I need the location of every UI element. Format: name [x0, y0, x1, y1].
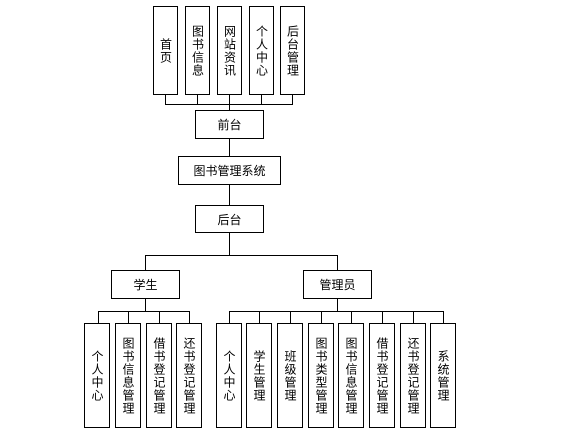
- admin-module-system: 系统管理: [430, 323, 456, 428]
- admin-module-label: 图书类型管理: [314, 336, 328, 415]
- frontend-node: 前台: [195, 110, 264, 139]
- admin-module-label: 借书登记管理: [375, 336, 389, 415]
- student-module-label: 个人中心: [90, 349, 104, 402]
- admin-module-book-info: 图书信息管理: [338, 323, 364, 428]
- student-module-label: 图书信息管理: [121, 336, 135, 415]
- admin-module-book-type: 图书类型管理: [308, 323, 334, 428]
- student-module-return: 还书登记管理: [176, 323, 202, 428]
- system-label: 图书管理系统: [193, 164, 266, 178]
- module-home: 首页: [153, 6, 178, 95]
- admin-module-label: 还书登记管理: [406, 336, 420, 415]
- module-backend-admin-label: 后台管理: [285, 24, 300, 77]
- admin-module-label: 系统管理: [436, 349, 450, 402]
- module-book-info-label: 图书信息: [190, 24, 205, 77]
- system-node: 图书管理系统: [178, 156, 281, 185]
- module-book-info: 图书信息: [185, 6, 210, 95]
- module-personal-center: 个人中心: [249, 6, 274, 95]
- admin-module-label: 图书信息管理: [344, 336, 358, 415]
- admin-module-class: 班级管理: [277, 323, 303, 428]
- module-site-news-label: 网站资讯: [222, 24, 237, 77]
- student-module-personal-center: 个人中心: [84, 323, 110, 428]
- admin-module-label: 班级管理: [283, 349, 297, 402]
- student-module-book-info: 图书信息管理: [115, 323, 141, 428]
- student-module-borrow: 借书登记管理: [146, 323, 172, 428]
- backend-label: 后台: [217, 212, 242, 227]
- admin-module-label: 学生管理: [252, 349, 266, 402]
- role-student: 学生: [111, 270, 180, 299]
- admin-module-borrow: 借书登记管理: [369, 323, 395, 428]
- student-module-label: 借书登记管理: [152, 336, 166, 415]
- role-admin-label: 管理员: [319, 278, 356, 292]
- frontend-label: 前台: [217, 118, 242, 132]
- student-module-label: 还书登记管理: [182, 336, 196, 415]
- module-backend-admin: 后台管理: [280, 6, 305, 95]
- admin-module-personal-center: 个人中心: [216, 323, 242, 428]
- module-site-news: 网站资讯: [217, 6, 242, 95]
- backend-node: 后台: [195, 205, 264, 233]
- role-student-label: 学生: [133, 278, 158, 292]
- admin-module-student: 学生管理: [246, 323, 272, 428]
- module-personal-center-label: 个人中心: [254, 24, 269, 77]
- role-admin: 管理员: [303, 270, 372, 299]
- admin-module-return: 还书登记管理: [400, 323, 426, 428]
- admin-module-label: 个人中心: [222, 349, 236, 402]
- module-home-label: 首页: [158, 37, 173, 64]
